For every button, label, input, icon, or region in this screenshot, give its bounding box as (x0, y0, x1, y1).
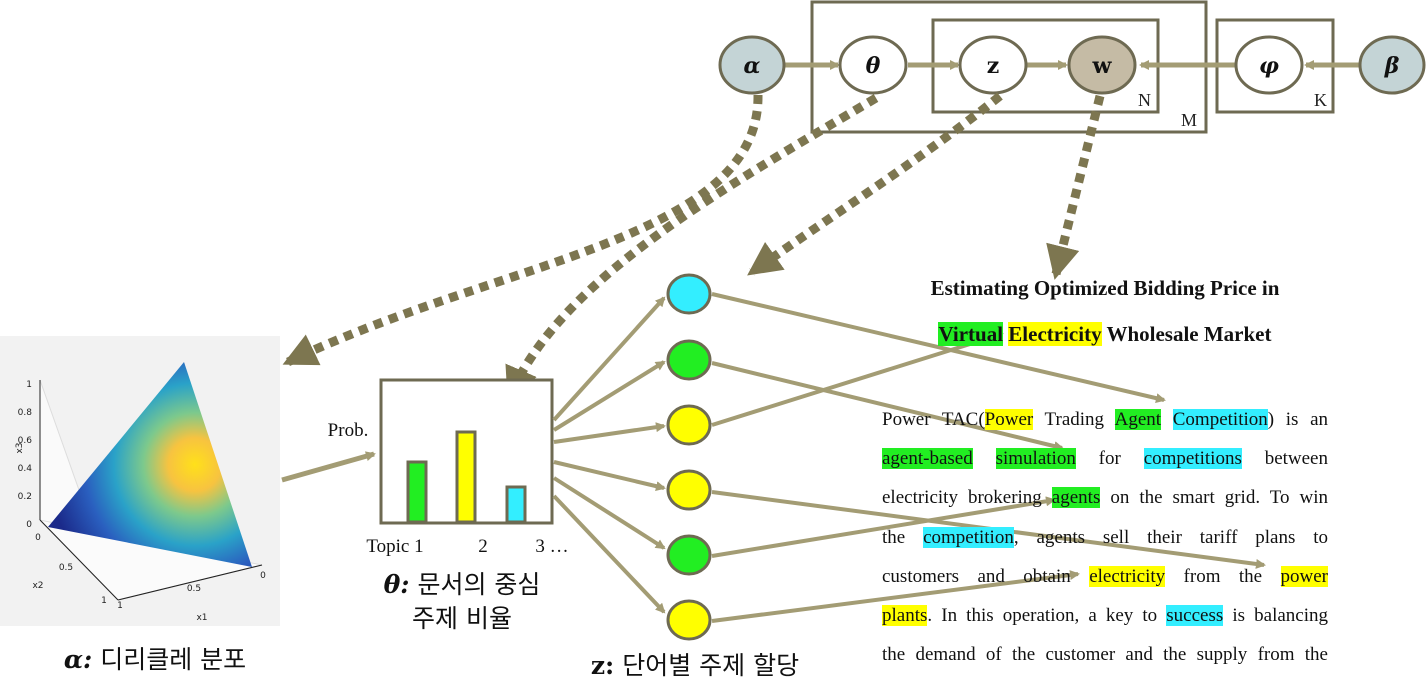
node-w: w (1067, 35, 1137, 95)
svg-text:α: α (744, 53, 761, 79)
theta-bar-1 (406, 460, 428, 524)
doc-line-3: electricity brokering agents on the smar… (882, 487, 1328, 509)
fanout-arrows (552, 296, 666, 614)
x2-tick-0.5: 0.5 (59, 563, 73, 573)
doc-line-5: customers and obtain electricity from th… (882, 565, 1328, 587)
doc-line-2: agent-based simulation for competitions … (882, 448, 1328, 470)
svg-text:θ: θ (866, 53, 881, 79)
word-node-2 (666, 339, 712, 381)
plate-M-label: M (1181, 110, 1197, 130)
theta-tick-3: 3 … (535, 536, 568, 557)
dotted-arrow-theta (505, 94, 879, 402)
theta-tick-topic1: Topic 1 (366, 536, 423, 557)
theta-bar-3 (505, 485, 527, 524)
word-node-4 (666, 469, 712, 511)
dotted-arrow-z (747, 92, 1003, 276)
title-word-virtual: Virtual (938, 322, 1004, 346)
caption-z-symbol: z: (590, 651, 615, 680)
svg-text:w: w (1092, 53, 1113, 79)
word-node-5 (666, 534, 712, 576)
node-alpha: α (718, 35, 786, 95)
x1-tick-1: 1 (117, 601, 123, 611)
z-tick-0.6: 0.6 (18, 436, 33, 446)
z-axis-label: x3 (15, 442, 25, 453)
caption-z-text: 단어별 주제 할당 (622, 651, 800, 680)
x1-tick-0: 0 (260, 571, 266, 581)
z-tick-0.4: 0.4 (18, 464, 33, 474)
word-nodes (666, 273, 712, 641)
caption-theta-symbol: θ: (383, 570, 410, 599)
dotted-arrow-w (1046, 94, 1105, 280)
doc-line-7: the demand of the customer and the suppl… (882, 644, 1328, 666)
svg-text:z: z (987, 53, 1000, 79)
node-phi: φ (1234, 35, 1304, 95)
caption-alpha-text: 디리클레 분포 (100, 645, 247, 674)
title-word-electricity: Electricity (1008, 322, 1102, 346)
theta-chart-ylabel: Prob. (328, 420, 369, 441)
z-tick-0.8: 0.8 (18, 408, 33, 418)
svg-text:φ: φ (1259, 53, 1279, 79)
x2-axis-label: x2 (32, 581, 43, 591)
x1-axis-label: x1 (196, 613, 207, 623)
word-node-1 (666, 273, 712, 315)
z-tick-1: 1 (26, 380, 32, 390)
node-beta: β (1358, 35, 1426, 95)
x2-tick-1: 1 (101, 596, 107, 606)
node-z: z (958, 35, 1028, 95)
z-tick-0.2: 0.2 (18, 492, 32, 502)
doc-line-6: plants. In this operation, a key to succ… (882, 605, 1328, 627)
title-rest: Wholesale Market (1106, 322, 1272, 346)
doc-line-4: the competition, agents sell their tarif… (882, 526, 1328, 548)
theta-tick-2: 2 (478, 536, 488, 557)
plate-K-label: K (1314, 90, 1327, 110)
x2-tick-0: 0 (35, 533, 41, 543)
caption-theta: θ: 문서의 중심 주제 비율 (352, 568, 572, 636)
doc-line-1: Power TAC(Power Trading Agent Competitio… (882, 409, 1329, 430)
caption-theta-text-1: 문서의 중심 (417, 570, 541, 599)
doc-title-line-1: Estimating Optimized Bidding Price in (930, 276, 1280, 300)
theta-bar-chart: Prob. Topic 1 2 3 … (328, 378, 569, 557)
dirichlet-plot: 1 0.8 0.6 0.4 0.2 0 x3 0 0.5 1 x2 1 0.5 … (0, 336, 280, 626)
word-node-3 (666, 404, 712, 446)
caption-theta-text-2: 주제 비율 (412, 604, 512, 633)
simplex-triangle (48, 362, 252, 567)
doc-title-line-2: Virtual Electricity Wholesale Market (880, 322, 1330, 347)
theta-bar-2 (455, 430, 477, 524)
word-node-6 (666, 599, 712, 641)
arrow-simplex-to-theta (281, 451, 376, 483)
plate-N-label: N (1138, 90, 1151, 110)
caption-alpha-symbol: α: (63, 645, 93, 674)
doc-abstract: Power TAC(Power Trading Agent Competitio… (882, 400, 1328, 674)
caption-z: z: 단어별 주제 할당 (560, 646, 830, 682)
dotted-arrow-alpha (282, 94, 763, 367)
caption-alpha: α: 디리클레 분포 (30, 640, 280, 676)
z-tick-0: 0 (26, 520, 32, 530)
svg-text:β: β (1384, 53, 1400, 79)
x1-tick-0.5: 0.5 (187, 584, 201, 594)
node-theta: θ (838, 35, 908, 95)
